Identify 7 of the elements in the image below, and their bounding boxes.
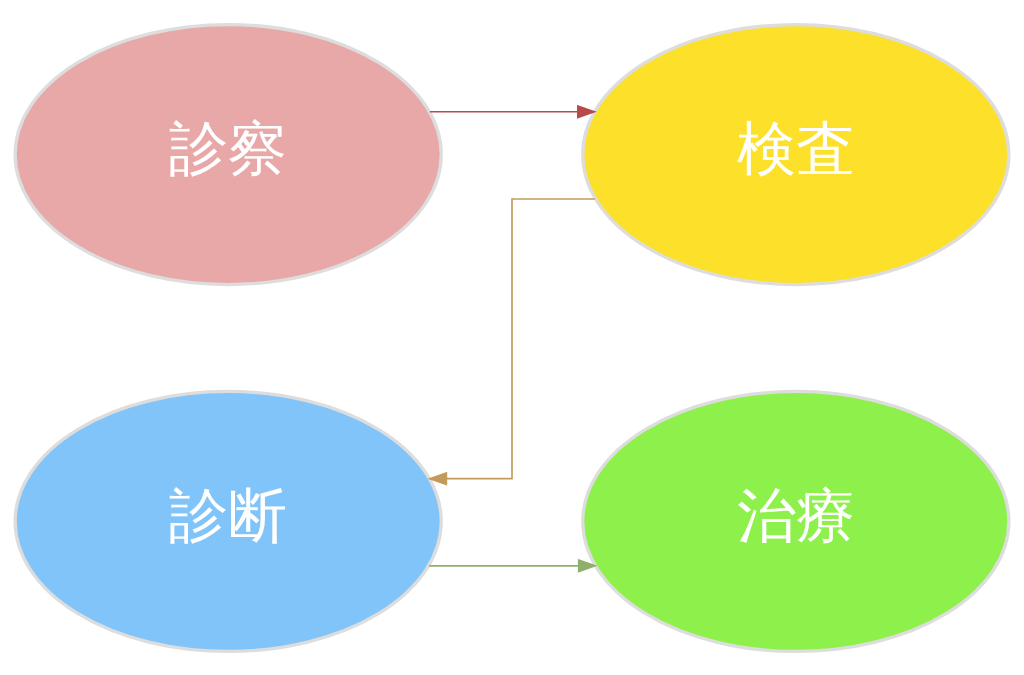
node-ellipse: 診察 — [13, 22, 443, 286]
arrow — [427, 197, 596, 486]
node-ellipse: 検査 — [581, 22, 1011, 286]
node-ellipse: 診断 — [13, 389, 443, 653]
node-ellipse: 治療 — [581, 389, 1011, 653]
arrow — [428, 558, 598, 573]
arrow — [429, 104, 597, 119]
